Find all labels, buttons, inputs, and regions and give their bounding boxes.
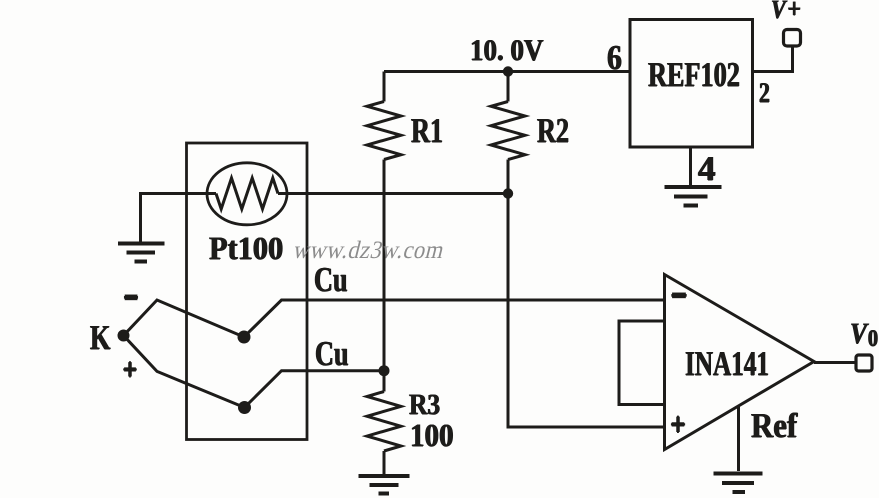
bridge-to-noninverting-wire: [506, 193, 665, 429]
vplus-sign-text: +: [787, 0, 802, 25]
rtd-resistor-zigzag: [214, 173, 280, 214]
thermocouple-minus-sign: −: [123, 277, 139, 319]
ina141-triangle: [663, 271, 817, 453]
r2-label: R2: [537, 111, 570, 150]
vout-label: V0: [850, 319, 878, 351]
cu-upper-label: Cu: [314, 260, 348, 299]
vout-terminal: [814, 353, 874, 373]
ref102-ground-symbol: [664, 147, 722, 208]
thermocouple-negative-wire: [122, 298, 665, 339]
ina141-name-label: INA141: [685, 344, 770, 383]
rtd-ground-symbol: [118, 193, 165, 264]
gain-pins-bracket: [617, 319, 665, 406]
r3-value-label: 100: [410, 418, 454, 454]
amp-inverting-sign: −: [670, 275, 688, 317]
cu-lower-label: Cu: [315, 334, 349, 373]
r3-ground-symbol: [358, 474, 410, 496]
rtd-ellipse: [205, 161, 289, 227]
resistor-r3-symbol: [361, 370, 407, 474]
ref102-pin6-label: 6: [607, 38, 622, 77]
vout-symbol-text: V: [850, 317, 868, 350]
vplus-symbol-text: V: [771, 0, 786, 24]
vplus-label: V+: [771, 0, 801, 24]
r3-label: R3: [409, 388, 441, 421]
pt100-label: Pt100: [209, 231, 284, 267]
junction-dot-k: [117, 329, 130, 342]
ref-pin-ground-symbol: [713, 406, 763, 494]
ref102-name-label: REF102: [648, 55, 740, 94]
junction-dot-cold-upper: [237, 330, 251, 344]
isothermal-block-box: [185, 141, 309, 441]
amp-noninverting-sign: +: [670, 407, 686, 444]
r1-label: R1: [411, 111, 444, 150]
vout-subscript-text: 0: [867, 325, 879, 352]
vplus-terminal: [752, 27, 803, 73]
thermocouple-plus-sign: +: [122, 351, 138, 387]
junction-dot-cold-lower: [238, 401, 251, 414]
rail-voltage-label: 10. 0V: [470, 32, 544, 67]
ref102-pin4-label: 4: [698, 149, 716, 188]
junction-dot-bridge: [502, 188, 514, 199]
junction-dot-rail: [502, 66, 514, 77]
junction-dots: [117, 66, 514, 414]
junction-dot-r3: [378, 365, 390, 377]
thermocouple-type-label: K: [90, 318, 111, 357]
resistor-r2-symbol: [485, 71, 531, 194]
amp-ref-pin-label: Ref: [751, 406, 798, 445]
ref102-pin2-label: 2: [759, 77, 770, 109]
resistor-r1-symbol: [361, 71, 407, 371]
